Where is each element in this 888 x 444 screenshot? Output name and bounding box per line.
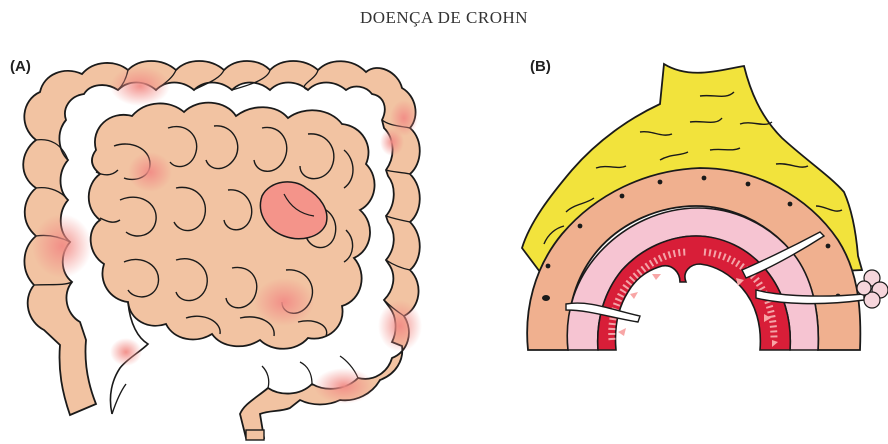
intestinal-wall-cross-section-icon (522, 64, 888, 350)
small-intestine (89, 103, 375, 349)
perianal-growth (857, 270, 888, 308)
intestine-illustration-icon (23, 61, 422, 440)
